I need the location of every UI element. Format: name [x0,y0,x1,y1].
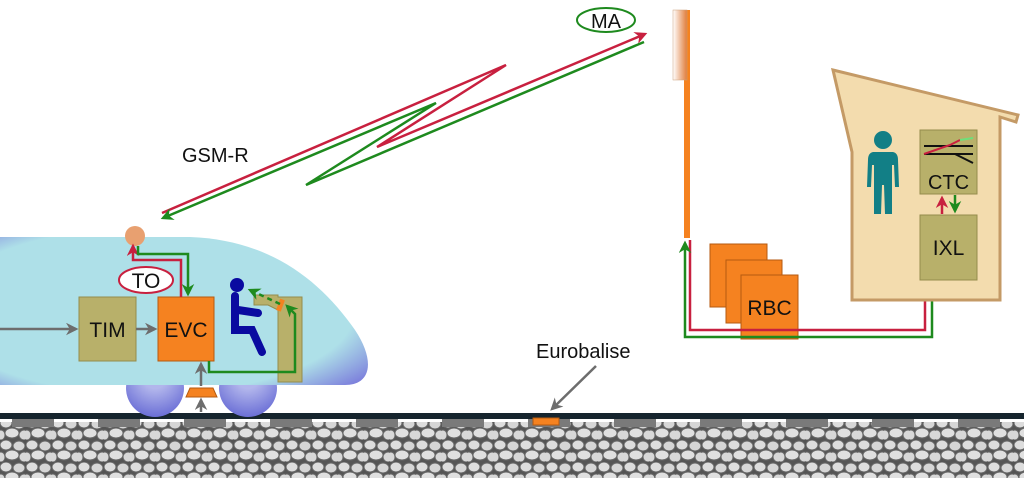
balise-antenna [185,387,218,398]
dmi-screen [276,298,285,312]
eurobalise-track [532,417,560,426]
rbc-box [740,274,799,340]
driver-icon [230,278,266,356]
evc-to-dmi-arrow [207,304,299,374]
to-badge [118,266,174,294]
rbc-stack [709,243,799,340]
tim-box [78,296,137,362]
ballast [0,422,1024,478]
ma-label: MA [591,11,622,33]
evc-box [157,296,215,362]
ixl-label: IXL [933,237,965,260]
mast-antenna [672,9,688,81]
ixl-to-rbc-arrow [678,240,934,339]
dmi-to-driver-arrow [247,288,281,306]
track [0,413,1024,478]
ctc-box [919,129,978,195]
ctc-label: CTC [928,172,969,194]
train: TIM EVC TO [0,226,368,417]
antenna-icon [125,226,145,246]
eurobalise-label: Eurobalise [536,341,631,363]
control-centre-building: CTC IXL [830,67,1020,302]
gsmr-label: GSM-R [182,145,249,167]
eurobalise-pointer-arrow [550,365,597,411]
gsmr-downlink-arrow [160,40,645,220]
ixl-box [919,214,978,281]
tim-label: TIM [89,319,125,342]
radio-mast [684,10,690,238]
rbc-to-ixl-arrow [688,240,932,332]
operator-icon [867,131,899,214]
to-label: TO [132,270,161,293]
rbc-label: RBC [747,297,791,320]
ma-badge [576,7,636,33]
track-layout-icon [923,137,974,164]
evc-label: EVC [164,319,207,342]
evc-to-antenna-arrow [126,243,183,297]
antenna-to-evc-arrow [136,246,195,297]
gsmr-uplink-arrow [161,32,648,215]
rail [0,413,1024,419]
